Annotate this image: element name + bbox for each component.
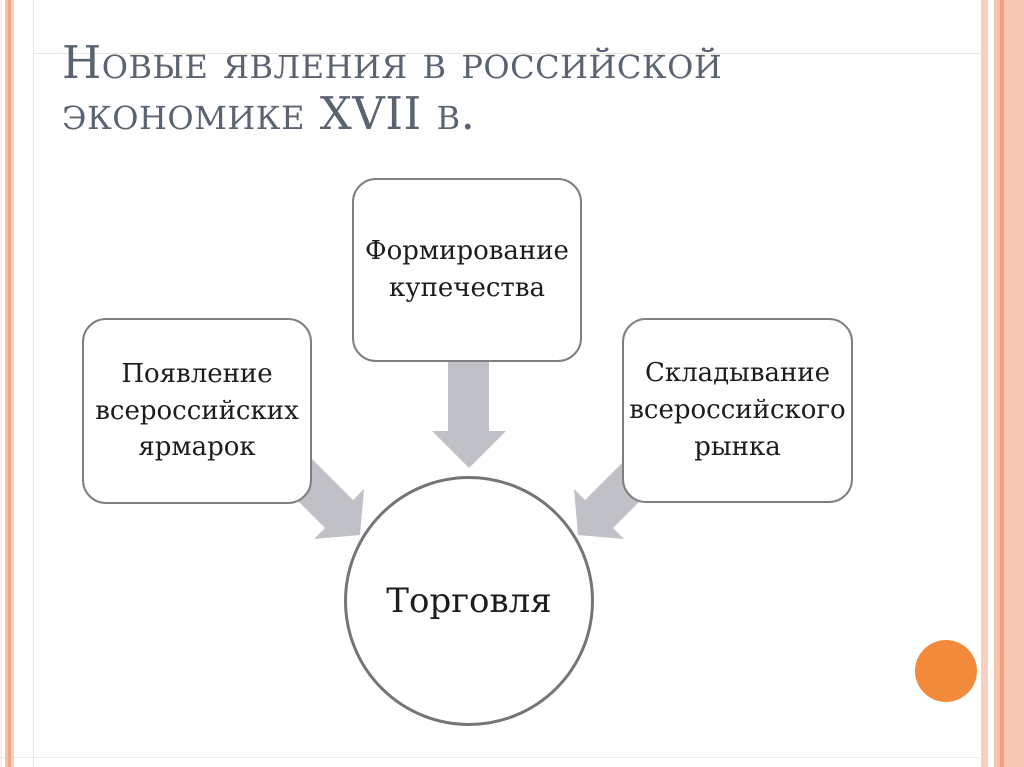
diagram-center-label: Торговля xyxy=(386,581,552,621)
right-stripe-decoration xyxy=(980,0,1024,767)
slide-title: Новые явления в российской экономике XVI… xyxy=(62,36,723,140)
diagram-box-market-label: Складывание всероссийского рынка xyxy=(629,358,846,462)
vertical-rule-decoration xyxy=(33,0,34,767)
diagram-box-fairs-label: Появление всероссийских ярмарок xyxy=(95,358,299,463)
arrow-down-icon xyxy=(432,362,506,468)
diagram-center-circle: Торговля xyxy=(344,476,594,726)
top-rule-decoration xyxy=(33,53,980,54)
diagram-box-merchants-label: Формирование купечества xyxy=(365,236,569,303)
diagram-box-fairs: Появление всероссийских ярмарок xyxy=(82,318,312,504)
orange-dot-icon xyxy=(915,640,977,702)
bottom-rule-decoration xyxy=(0,757,980,758)
diagram-box-market: Складывание всероссийского рынка xyxy=(622,318,853,503)
left-stripe-decoration xyxy=(0,0,14,767)
diagram-box-merchants: Формирование купечества xyxy=(352,178,582,362)
